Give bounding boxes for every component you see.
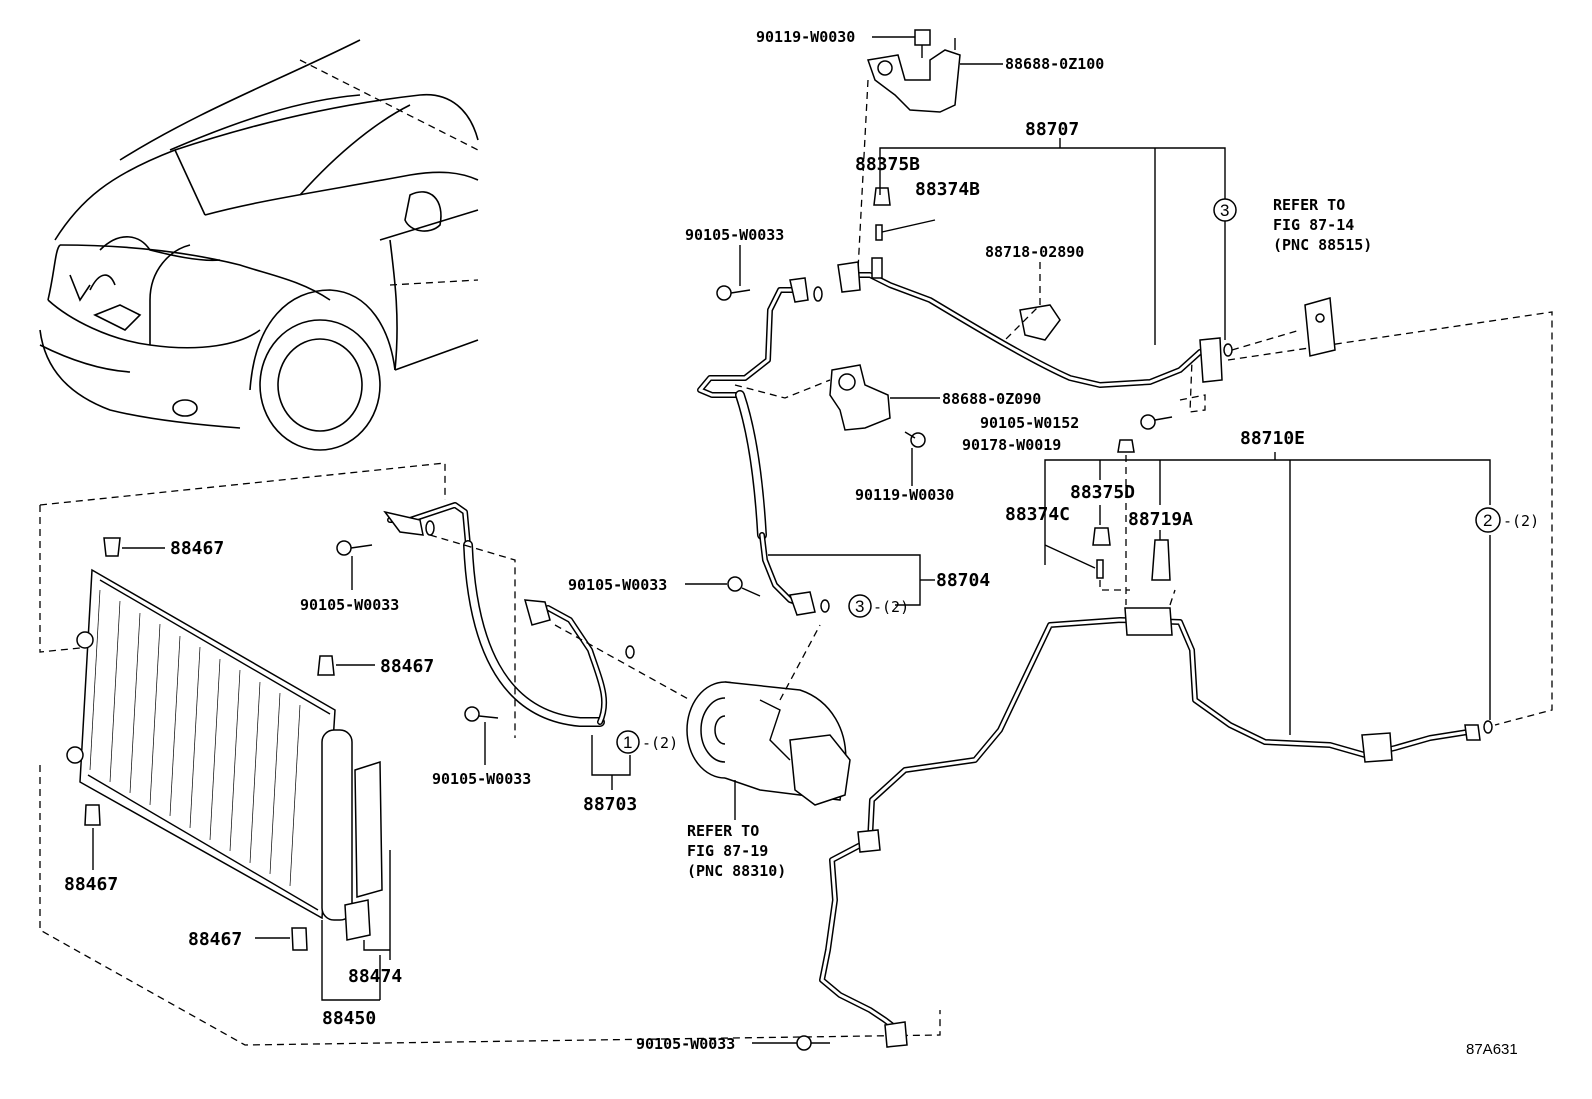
callout-2-number: 2 [1483,511,1492,530]
label-cushion-88467-b: 88467 [380,656,434,677]
label-pipe-88707: 88707 [1025,119,1079,140]
clamp-88718 [1004,262,1061,341]
label-cap-88375d: 88375D [1070,482,1135,503]
bolt-icon [716,285,761,597]
callout-2-qty: -(2) [1503,512,1539,530]
refer-compressor-line3: (PNC 88310) [687,862,786,880]
label-valve-88374b: 88374B [915,179,980,200]
refer-compressor-line2: FIG 87-19 [687,842,768,860]
refer-expansion-line2: FIG 87-14 [1273,216,1354,234]
bolt-icon [336,540,499,722]
label-hose-88703: 88703 [583,794,637,815]
suction-hose-88704 [697,277,935,616]
label-cushion-88467-d: 88467 [188,929,242,950]
label-switch-88719a: 88719A [1128,509,1193,530]
pipe-88710e [819,452,1493,1048]
label-dryer-88474: 88474 [348,966,402,987]
expansion-valve [1304,297,1336,357]
label-bolt-90105-w0033-b: 90105-W0033 [568,576,667,594]
refer-compressor-line1: REFER TO [687,822,759,840]
label-bolt-90119-w0030-top: 90119-W0030 [756,28,855,46]
callout-3-top-number: 3 [1220,201,1229,220]
top-bracket [857,29,961,271]
label-bolt-90119-w0030-mid: 90119-W0030 [855,486,954,504]
condenser-assembly [39,462,941,1046]
label-bracket-88688-0z100: 88688-0Z100 [1005,55,1104,73]
label-clamp-88718-02890: 88718-02890 [985,243,1084,261]
callout-1-icon [616,730,640,754]
refer-expansion-line3: (PNC 88515) [1273,236,1372,254]
callout-1-qty: -(2) [642,734,678,752]
label-condenser-88450: 88450 [322,1008,376,1029]
diagram-id: 87A631 [1466,1041,1518,1058]
pipe-88707 [837,138,1553,726]
bolt-icon [752,1035,830,1051]
bolt-icon [1117,414,1173,605]
label-bolt-90105-w0033-d: 90105-W0033 [432,770,531,788]
vehicle-illustration [39,39,479,451]
discharge-hose-88703 [383,502,691,790]
callout-1-number: 1 [623,733,632,752]
callout-3-top-icon [1213,198,1237,222]
callout-3-number: 3 [855,597,864,616]
label-bolt-90105-w0152: 90105-W0152 [980,414,1079,432]
label-pipe-88710e: 88710E [1240,428,1305,449]
compressor-illustration [686,624,851,820]
refer-expansion-line1: REFER TO [1273,196,1345,214]
label-valve-88374c: 88374C [1005,504,1070,525]
label-bolt-90105-w0033-c: 90105-W0033 [300,596,399,614]
label-bracket-88688-0z090: 88688-0Z090 [942,390,1041,408]
label-cushion-88467-c: 88467 [64,874,118,895]
label-cushion-88467-a: 88467 [170,538,224,559]
mid-bracket [829,364,940,486]
label-bolt-90105-w0033-bottom: 90105-W0033 [636,1035,735,1053]
label-cap-88375b: 88375B [855,154,920,175]
label-bolt-90105-w0033-a: 90105-W0033 [685,226,784,244]
callout-3-qty: -(2) [873,598,909,616]
label-hose-88704: 88704 [936,570,990,591]
label-nut-90178-w0019: 90178-W0019 [962,436,1061,454]
callout-3-icon [848,594,872,618]
callout-2-icon [1475,507,1501,533]
